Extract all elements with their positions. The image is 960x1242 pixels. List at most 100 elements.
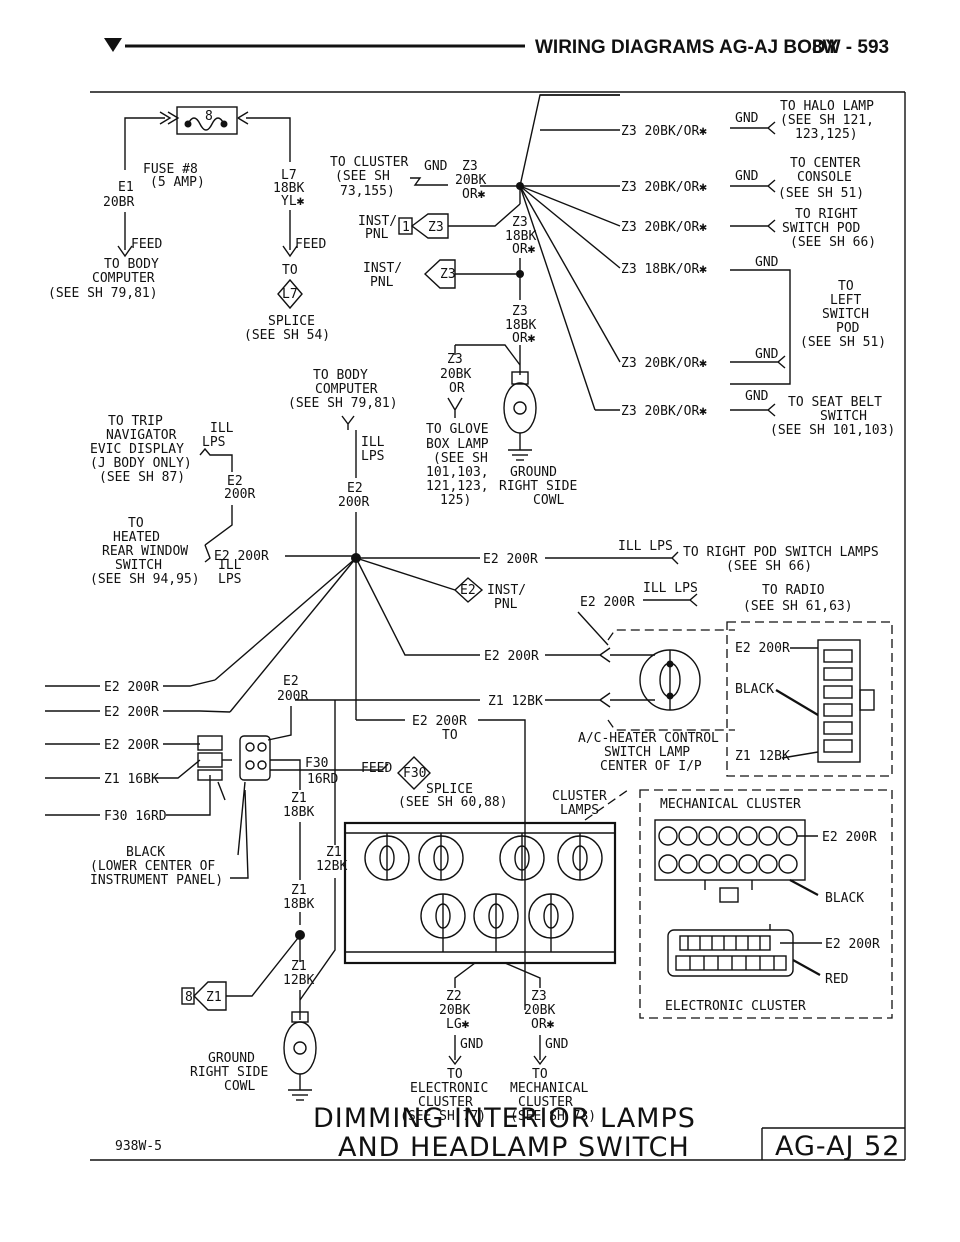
elec-to-line3: (SEE SH 77)	[400, 1109, 486, 1124]
inst-connector-1-cavity: Z3	[428, 220, 444, 235]
l7-to-label: TO	[282, 263, 298, 278]
glove-ground-line3: COWL	[533, 493, 564, 508]
left-pod-line2: LEFT	[830, 293, 861, 308]
console-line1: TO CENTER	[790, 156, 861, 171]
inst-pnl-e2-line1: INST/	[487, 583, 526, 598]
cluster-gnd-wire-gauge: 20BK	[455, 173, 486, 188]
gnd-halo: GND	[735, 111, 759, 126]
inst-pnl-e2-cavity: E2	[460, 583, 476, 598]
black-connector-shell	[239, 735, 271, 781]
seat-belt-line1: TO SEAT BELT	[788, 395, 882, 410]
doc-code: 938W-5	[115, 1139, 162, 1154]
black-connector-pin-1	[197, 735, 223, 751]
z1-connector-pin: 8	[185, 990, 193, 1005]
ill-lps-trip-1: ILL	[210, 421, 234, 436]
splice-l7-line2: (SEE SH 54)	[244, 328, 330, 343]
cluster-lamps-block: CLUSTER LAMPS Z2 20BK LG✱ Z3	[343, 789, 629, 1124]
stub-e2-2: E2 200R	[104, 705, 159, 720]
body-computer-line3: (SEE SH 79,81)	[48, 286, 158, 301]
l7-connector-label: L7	[282, 287, 298, 302]
glove-box-line4: 101,103,	[426, 465, 489, 480]
ill-lps-trip-2: LPS	[202, 435, 225, 450]
mech-e2: E2 200R	[822, 830, 877, 845]
ac-heater-line2: SWITCH LAMP	[604, 745, 690, 760]
page-header: WIRING DIAGRAMS AG-AJ BODY 8W - 593	[104, 37, 889, 58]
console-line3: (SEE SH 51)	[778, 186, 864, 201]
ac-heater-line1: A/C-HEATER CONTROL	[578, 731, 719, 746]
wire-z3-b-code: Z3	[512, 304, 528, 319]
header-triangle-icon	[104, 38, 122, 52]
trip-nav-line2: NAVIGATOR	[106, 428, 177, 443]
console-line2: CONSOLE	[797, 170, 852, 185]
wire-z3-b-gauge: 18BK	[505, 318, 536, 333]
heated-rear-line2: HEATED	[113, 530, 160, 545]
mech-pins-row-2	[658, 854, 798, 874]
fuse-name: FUSE #8	[143, 162, 198, 177]
body-computer-line1: TO BODY	[104, 257, 159, 272]
z1-18bk-a-code: Z1	[291, 791, 307, 806]
gnd-seat-belt: GND	[745, 389, 769, 404]
e2-trip-gauge: 200R	[224, 487, 255, 502]
to-cluster-line2: (SEE SH	[335, 169, 390, 184]
wire-z3-cl-gauge: 20BK	[524, 1003, 555, 1018]
z1-18bk-b-code: Z1	[291, 883, 307, 898]
glove-box-line2: BOX LAMP	[426, 437, 489, 452]
e2-body-code: E2	[347, 481, 363, 496]
diagram-frame	[90, 91, 906, 1161]
fuse-8-block: 8 FUSE #8 (5 AMP) E1 20BR FEED TO BODY C…	[48, 106, 330, 343]
wire-l7-color: YL✱	[281, 194, 305, 209]
cluster-lamp-row-1	[364, 835, 603, 881]
ground-wire-seat-belt: Z3 20BK/OR✱	[621, 404, 707, 419]
wire-z2-gauge: 20BK	[439, 1003, 470, 1018]
to-cluster-line3: 73,155)	[340, 184, 395, 199]
stub-e2-3: E2 200R	[104, 738, 159, 753]
inst-connector-2-cavity: Z3	[440, 267, 456, 282]
ill-lps-body-2: LPS	[361, 449, 384, 464]
wire-l7-gauge: 18BK	[273, 181, 304, 196]
stub-f30: F30 16RD	[104, 809, 167, 824]
gnd-left-pod: GND	[755, 255, 779, 270]
glove-box-line6: 125)	[440, 493, 471, 508]
inst-pnl-e2-connector	[453, 577, 484, 603]
cluster-gnd-wire-color: OR✱	[462, 187, 486, 202]
cluster-lamp-row-2	[420, 893, 574, 939]
halo-line2: (SEE SH 121,	[780, 113, 874, 128]
wire-e2-heated: E2 200R	[214, 549, 269, 564]
wire-l7-code: L7	[281, 168, 297, 183]
wire-e2-right-pod: E2 200R	[483, 552, 538, 567]
z1-18bk-b-gauge: 18BK	[283, 897, 314, 912]
splice-f30-line1: SPLICE	[426, 782, 473, 797]
left-pod-line1: TO	[838, 279, 854, 294]
trip-nav-line3: EVIC DISPLAY	[90, 442, 184, 457]
ground-wire-halo: Z3 20BK/OR✱	[621, 124, 707, 139]
to-elec: TO	[447, 1067, 463, 1082]
wire-z3-cl-color: OR✱	[531, 1017, 555, 1032]
heated-rear-line3: REAR WINDOW	[102, 544, 188, 559]
heated-rear-line5: (SEE SH 94,95)	[90, 572, 200, 587]
wire-z2-color: LG✱	[446, 1017, 470, 1032]
feed-label-left: FEED	[131, 237, 162, 252]
inst-pnl-1-line1: INST/	[358, 214, 397, 229]
right-pod-lamps-line2: (SEE SH 66)	[726, 559, 812, 574]
trip-nav-line1: TO TRIP	[108, 414, 163, 429]
elec-cluster-title: ELECTRONIC CLUSTER	[665, 999, 806, 1014]
f30-connector-diamond	[397, 756, 431, 790]
mech-cluster-connector	[654, 819, 806, 881]
f30-wire-code: F30	[305, 756, 328, 771]
fuse-number: 8	[205, 109, 213, 124]
to-label-cluster: TO	[442, 728, 458, 743]
ground2-line3: COWL	[224, 1079, 255, 1094]
elec-to-line2: CLUSTER	[418, 1095, 473, 1110]
radio-line2: (SEE SH 61,63)	[743, 599, 853, 614]
wire-z3-c-code: Z3	[447, 352, 463, 367]
wire-z3-a-gauge: 18BK	[505, 229, 536, 244]
heated-rear-line1: TO	[128, 516, 144, 531]
wire-z3-c-color: OR	[449, 381, 465, 396]
header-title: WIRING DIAGRAMS AG-AJ BODY	[535, 37, 839, 58]
z1-12bk-b-code: Z1	[291, 959, 307, 974]
splice-l7-line1: SPLICE	[268, 314, 315, 329]
cluster-gnd-label: GND	[424, 159, 448, 174]
ill-lps-heated-1: ILL	[218, 558, 242, 573]
wire-e1-code: E1	[118, 180, 134, 195]
